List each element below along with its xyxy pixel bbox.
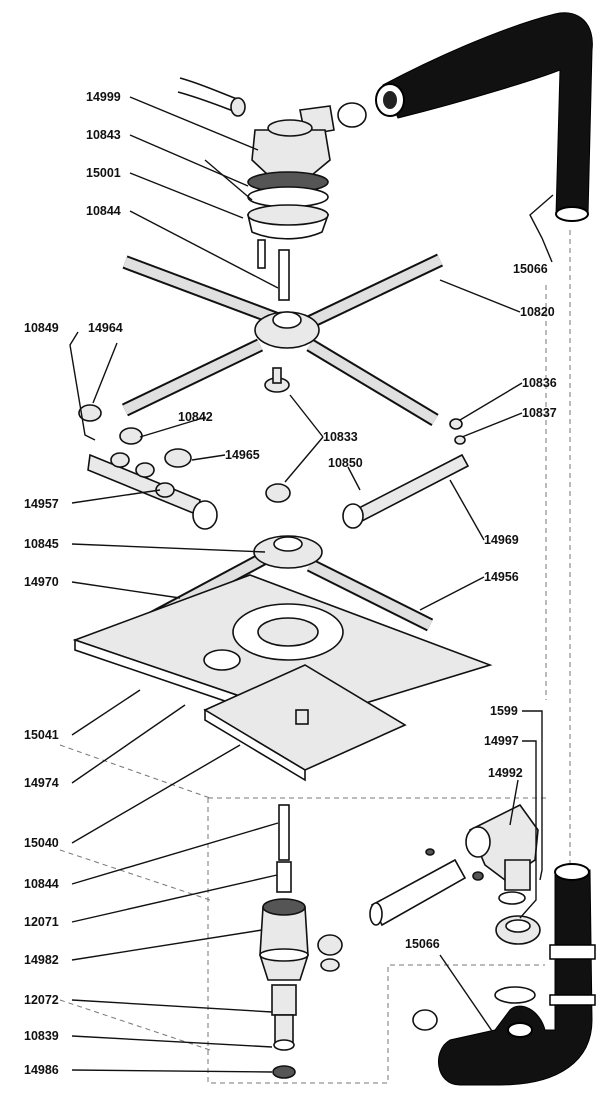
leader-lines	[69, 96, 554, 1073]
callout-14957: 14957	[24, 497, 59, 511]
callout-10843: 10843	[86, 128, 121, 142]
connector-fittings	[369, 803, 541, 945]
callout-10849: 10849	[24, 321, 59, 335]
drain-hose-top	[375, 12, 593, 222]
callout-15066-bottom: 15066	[405, 937, 440, 951]
callout-15040: 15040	[24, 836, 59, 850]
callout-14982: 14982	[24, 953, 59, 967]
top-hub-assembly	[177, 77, 367, 269]
callout-10837: 10837	[522, 406, 557, 420]
callout-14997: 14997	[484, 734, 519, 748]
right-arm-module	[265, 418, 470, 529]
callout-10820: 10820	[520, 305, 555, 319]
callout-10836: 10836	[522, 376, 557, 390]
callout-14986: 14986	[24, 1063, 59, 1077]
callout-labels: 14999 10843 15001 10844 15066 10820 1084…	[24, 90, 557, 1077]
callout-1599: 1599	[490, 704, 518, 718]
upper-spray-arm	[121, 249, 444, 427]
callout-15066-top: 15066	[513, 262, 548, 276]
callout-14970: 14970	[24, 575, 59, 589]
callout-14965: 14965	[225, 448, 260, 462]
callout-14969: 14969	[484, 533, 519, 547]
callout-10839: 10839	[24, 1029, 59, 1043]
callout-10845: 10845	[24, 537, 59, 551]
callout-15001: 15001	[86, 166, 121, 180]
filter-screens	[72, 574, 493, 782]
callout-14974: 14974	[24, 776, 59, 790]
callout-14964: 14964	[88, 321, 123, 335]
callout-10850: 10850	[328, 456, 363, 470]
assembly-guide-lines	[59, 230, 571, 1084]
lower-spray-arm	[126, 535, 434, 637]
callout-15041: 15041	[24, 728, 59, 742]
callout-14992: 14992	[488, 766, 523, 780]
callout-10844-bottom: 10844	[24, 877, 59, 891]
drain-hose-bottom	[412, 863, 596, 1086]
callout-14956: 14956	[484, 570, 519, 584]
callout-12071: 12071	[24, 915, 59, 929]
callout-12072: 12072	[24, 993, 59, 1007]
pump-assembly	[259, 804, 343, 1079]
callout-10833: 10833	[323, 430, 358, 444]
callout-10844-top: 10844	[86, 204, 121, 218]
callout-10842: 10842	[178, 410, 213, 424]
callout-14999: 14999	[86, 90, 121, 104]
left-arm-module	[78, 404, 218, 530]
